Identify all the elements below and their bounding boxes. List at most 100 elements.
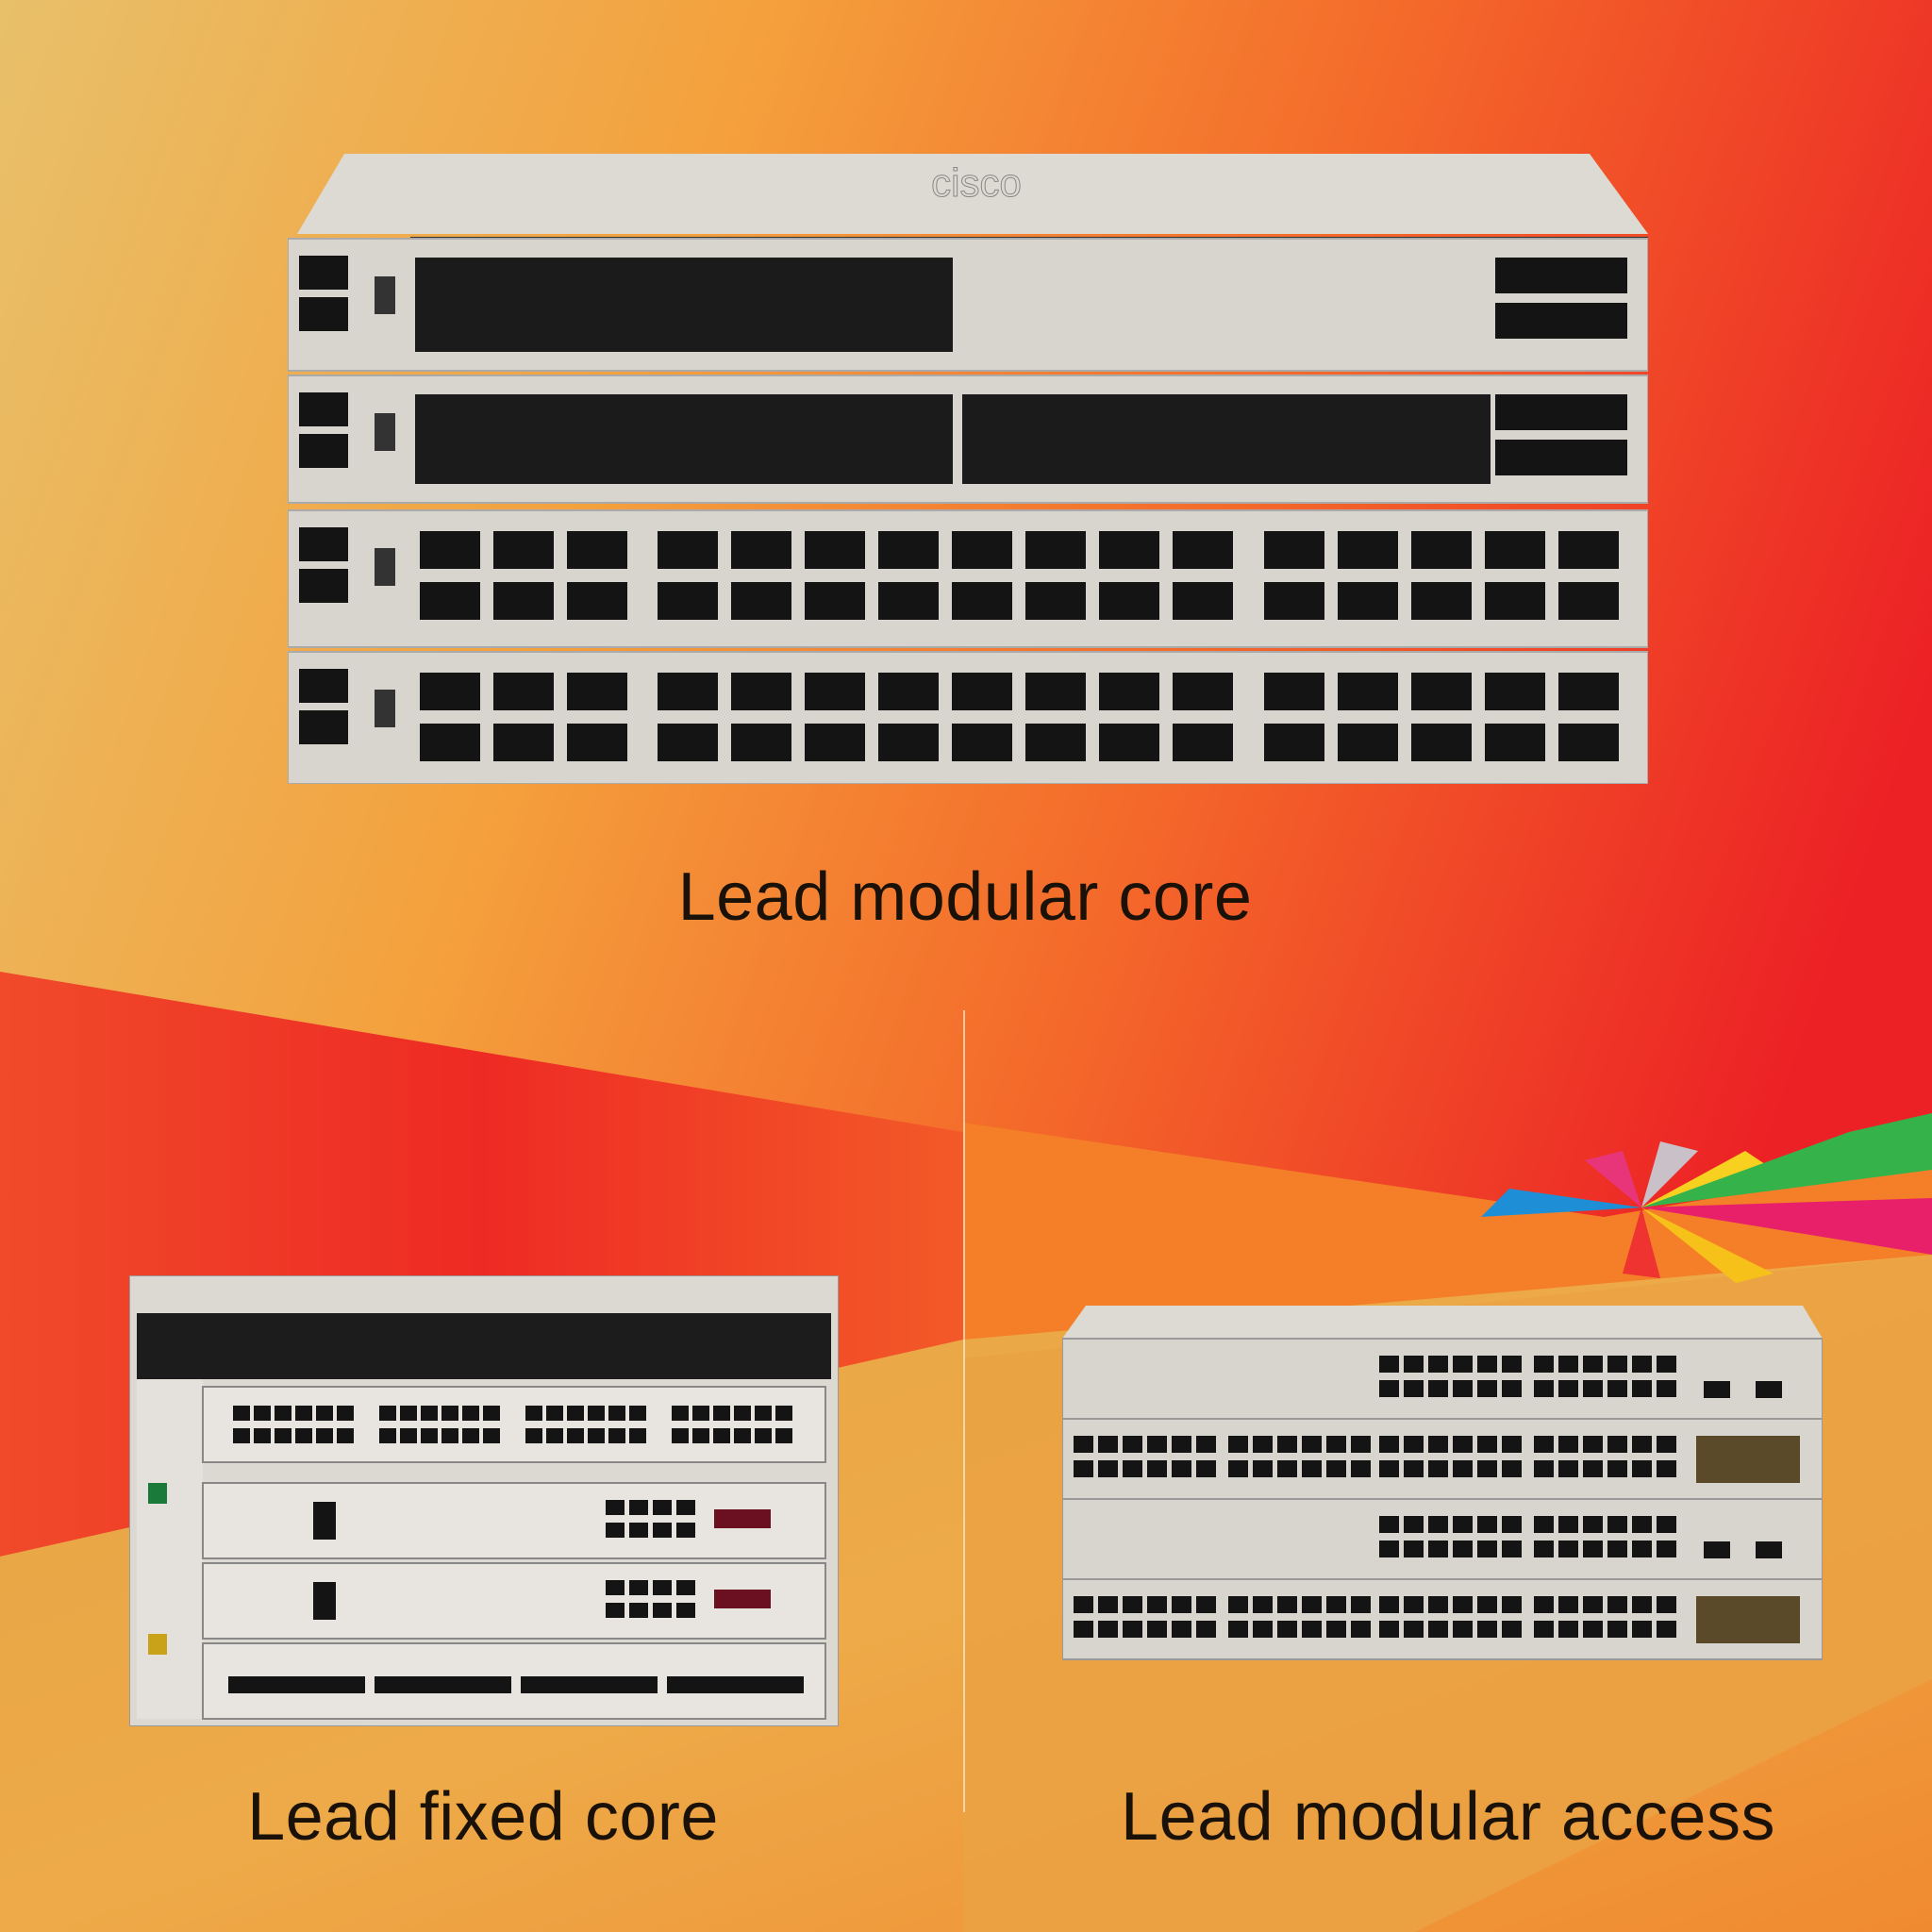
console-port: [375, 276, 395, 314]
uplink-port: [1495, 440, 1627, 475]
console-port: [375, 548, 395, 586]
port: [1632, 1516, 1652, 1533]
port: [1172, 1436, 1191, 1453]
port: [1196, 1460, 1216, 1477]
port: [441, 1428, 458, 1443]
port: [546, 1406, 563, 1421]
port: [1534, 1436, 1554, 1453]
port: [1147, 1621, 1167, 1638]
port: [1123, 1621, 1142, 1638]
port: [567, 1428, 584, 1443]
port: [1657, 1516, 1676, 1533]
port: [1147, 1436, 1167, 1453]
port: [1428, 1356, 1448, 1373]
port: [952, 724, 1012, 761]
port: [1428, 1436, 1448, 1453]
port: [1351, 1596, 1371, 1613]
mgmt-port: [299, 569, 348, 603]
port: [1558, 724, 1619, 761]
port: [1607, 1380, 1627, 1397]
port: [1411, 724, 1472, 761]
port: [755, 1406, 772, 1421]
port: [1404, 1541, 1424, 1557]
port: [1502, 1621, 1522, 1638]
uplink-module: [415, 258, 953, 352]
mgmt-port: [299, 710, 348, 744]
port: [1404, 1356, 1424, 1373]
mgmt-port: [299, 256, 348, 290]
port: [1404, 1380, 1424, 1397]
supervisor-side: [137, 1379, 203, 1719]
port: [1453, 1621, 1473, 1638]
port: [1607, 1516, 1627, 1533]
port: [1338, 582, 1398, 620]
port: [658, 582, 718, 620]
port: [713, 1406, 730, 1421]
port: [1607, 1460, 1627, 1477]
port: [1502, 1516, 1522, 1533]
port: [1428, 1596, 1448, 1613]
port: [1098, 1596, 1118, 1613]
port: [1123, 1596, 1142, 1613]
port: [1477, 1516, 1497, 1533]
port: [1534, 1460, 1554, 1477]
port: [1123, 1436, 1142, 1453]
port: [1302, 1621, 1322, 1638]
port: [1123, 1460, 1142, 1477]
port: [1502, 1436, 1522, 1453]
port: [653, 1580, 672, 1595]
port: [1404, 1596, 1424, 1613]
port: [1477, 1380, 1497, 1397]
port: [1351, 1460, 1371, 1477]
port: [254, 1406, 271, 1421]
uplink-module: [1696, 1436, 1800, 1483]
port: [1351, 1621, 1371, 1638]
port: [1379, 1596, 1399, 1613]
port: [878, 582, 939, 620]
port: [775, 1406, 792, 1421]
port: [1025, 724, 1086, 761]
port: [421, 1428, 438, 1443]
port: [1453, 1596, 1473, 1613]
port: [1338, 724, 1398, 761]
port: [672, 1428, 689, 1443]
port: [734, 1406, 751, 1421]
port: [1338, 673, 1398, 710]
port: [1404, 1460, 1424, 1477]
port: [952, 673, 1012, 710]
port: [1534, 1596, 1554, 1613]
port: [1025, 673, 1086, 710]
sup-indicator: [714, 1590, 771, 1608]
port: [1099, 531, 1159, 569]
port: [1264, 582, 1324, 620]
port: [713, 1428, 730, 1443]
port: [1302, 1436, 1322, 1453]
port: [1756, 1381, 1782, 1398]
port: [629, 1428, 646, 1443]
port: [1147, 1596, 1167, 1613]
port: [420, 673, 480, 710]
switch-unit: [288, 651, 1648, 784]
port: [1253, 1436, 1273, 1453]
port: [1534, 1621, 1554, 1638]
port: [608, 1406, 625, 1421]
port: [952, 582, 1012, 620]
port: [734, 1428, 751, 1443]
port: [1632, 1596, 1652, 1613]
port: [878, 673, 939, 710]
port: [1477, 1541, 1497, 1557]
port: [1558, 1460, 1578, 1477]
port: [1477, 1356, 1497, 1373]
port: [567, 724, 627, 761]
port: [1534, 1516, 1554, 1533]
port: [1453, 1380, 1473, 1397]
port: [1558, 1356, 1578, 1373]
port: [483, 1406, 500, 1421]
mgmt-port: [299, 527, 348, 561]
mgmt-port: [299, 669, 348, 703]
port: [1173, 531, 1233, 569]
port: [1074, 1621, 1093, 1638]
port: [1477, 1621, 1497, 1638]
port: [420, 531, 480, 569]
port: [1302, 1460, 1322, 1477]
